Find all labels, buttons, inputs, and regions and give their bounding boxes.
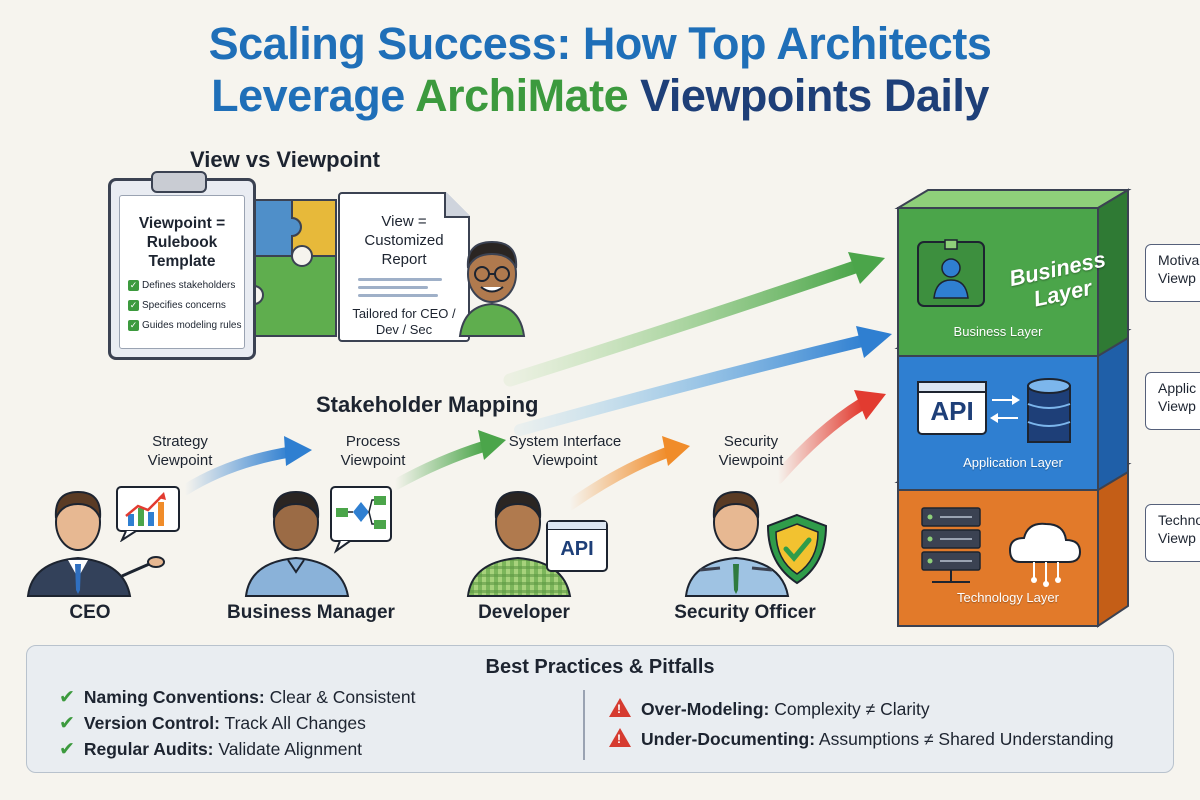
title-line-2: Leverage ArchiMate Viewpoints Daily: [211, 70, 989, 121]
pitfall-item: Under-Documenting: Assumptions ≠ Shared …: [609, 728, 1114, 750]
practice-item: ✔ Version Control: Track All Changes: [59, 713, 366, 734]
panel-divider: [583, 690, 585, 760]
api-window-icon: [917, 381, 987, 435]
checkbox-icon: ✓: [128, 280, 139, 291]
check-item: ✓Guides modeling rules: [128, 320, 242, 331]
cloud-icon: [1008, 522, 1082, 587]
warning-icon: [609, 698, 631, 717]
checkbox-icon: ✓: [128, 320, 139, 331]
practice-item: ✔ Naming Conventions: Clear & Consistent: [59, 687, 416, 708]
server-rack-icon: [921, 507, 981, 583]
puzzle-icon: [253, 199, 337, 337]
view-card-footer: Tailored for CEO / Dev / Sec: [352, 306, 456, 337]
archimate-layer-stack: [894, 188, 1132, 628]
best-practices-heading: Best Practices & Pitfalls: [485, 656, 715, 678]
api-badge: API: [546, 520, 608, 572]
security-viewpoint-label: Security Viewpoint: [718, 433, 784, 469]
check-item: ✓Defines stakeholders: [128, 280, 236, 291]
page-fold-icon: [444, 192, 470, 218]
developer-avatar-icon: [458, 240, 526, 337]
practice-item: ✔ Regular Audits: Validate Alignment: [59, 739, 363, 760]
viewpoint-rulebook-card: Viewpoint = Rulebook Template ✓Defines s…: [108, 171, 256, 360]
database-icon: [1027, 378, 1071, 443]
role-security-officer: Security Officer: [674, 602, 816, 623]
check-item: ✓Specifies concerns: [128, 300, 226, 311]
warning-icon: [609, 728, 631, 747]
shield-check-icon: [766, 513, 828, 585]
clipboard-clip-icon: [151, 171, 207, 193]
role-ceo: CEO: [69, 602, 111, 623]
application-viewpoint-callout: Applic Viewp: [1145, 372, 1200, 430]
motivation-viewpoint-callout: Motiva Viewp: [1145, 244, 1200, 302]
page-title: Scaling Success: How Top Architects Leve…: [0, 18, 1200, 122]
title-line-1: Scaling Success: How Top Architects: [208, 18, 992, 69]
business-manager-figure-icon: [244, 490, 350, 597]
data-transfer-icon: [990, 395, 1020, 423]
view-card-title: View = Customized Report: [364, 213, 444, 268]
developer-figure-icon: [466, 490, 572, 597]
role-developer: Developer: [478, 602, 570, 623]
best-practices-panel: Best Practices & Pitfalls ✔ Naming Conve…: [26, 645, 1174, 773]
system-interface-viewpoint-label: System Interface Viewpoint: [508, 433, 622, 469]
application-layer-caption: Application Layer: [963, 455, 1063, 470]
technology-layer-caption: Technology Layer: [957, 590, 1059, 605]
business-actor-icon: [917, 239, 985, 307]
ceo-figure-icon: [26, 490, 165, 597]
check-icon: ✔: [59, 739, 75, 760]
stakeholder-mapping-heading: Stakeholder Mapping: [316, 392, 539, 417]
view-vs-viewpoint-heading: View vs Viewpoint: [190, 147, 380, 172]
application-api-text: API: [930, 396, 974, 426]
view-report-card: View = Customized Report Tailored for CE…: [338, 192, 470, 342]
process-flow-icon: [330, 486, 392, 554]
process-viewpoint-label: Process Viewpoint: [340, 433, 406, 469]
growth-chart-icon: [116, 486, 180, 542]
technology-viewpoint-callout: Techno Viewp: [1145, 504, 1200, 562]
checkbox-icon: ✓: [128, 300, 139, 311]
business-layer-caption: Business Layer: [953, 324, 1043, 339]
viewpoint-card-title: Viewpoint = Rulebook Template: [138, 215, 226, 270]
pitfall-item: Over-Modeling: Complexity ≠ Clarity: [609, 698, 930, 720]
check-icon: ✔: [59, 687, 75, 708]
security-officer-figure-icon: [684, 490, 790, 597]
check-icon: ✔: [59, 713, 75, 734]
strategy-viewpoint-label: Strategy Viewpoint: [147, 433, 213, 469]
role-business-manager: Business Manager: [227, 602, 395, 623]
